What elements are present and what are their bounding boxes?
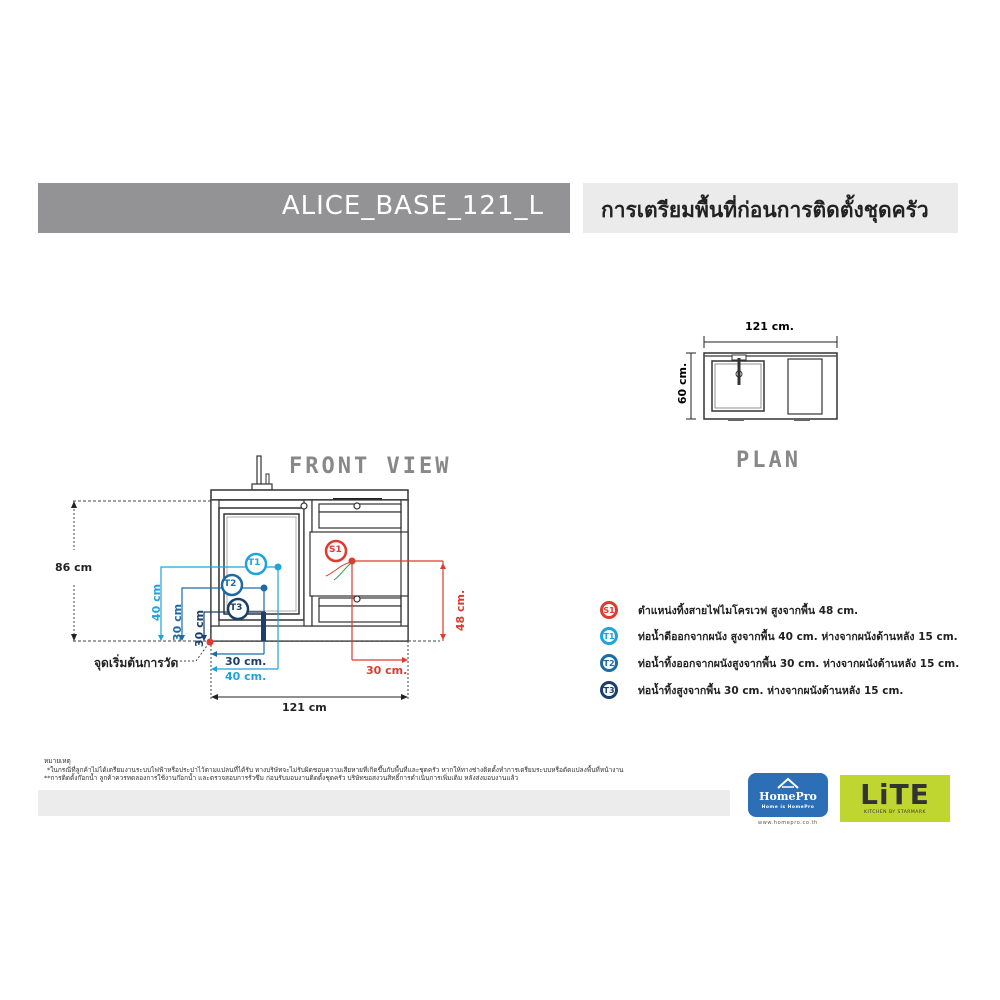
t2-badge-icon: T2 [600,654,618,672]
height-86-label: 86 cm [55,561,93,574]
t3-marker: T3 [230,603,243,613]
plan-width-label: 121 cm. [745,320,794,333]
plan-title: PLAN [736,448,801,473]
t2-offset-label: 30 cm. [225,655,267,668]
homepro-name: HomePro [759,790,817,803]
title-header-bar: การเตรียมพื้นที่ก่อนการติดตั้งชุดครัว [583,183,958,233]
note-line-1: *ในกรณีที่ลูกค้าไม่ได้เตรียมงานระบบไฟฟ้า… [47,765,624,774]
legend-text: ตำแหน่งทิ้งสายไฟไมโครเวฟ สูงจากพื้น 48 c… [638,604,859,617]
t1-offset-label: 40 cm. [225,670,267,683]
notes-bar [38,790,730,816]
s1-height-label: 48 cm. [454,589,468,632]
homepro-logo: HomePro Home is HomePro www.homepro.co.t… [748,773,828,831]
note-line-2: **การติดตั้งก๊อกน้ำ ลูกค้าควรทดลองการใช้… [44,774,519,782]
lite-name: LiTE [860,778,930,811]
lite-logo: LiTE KITCHEN BY STARMARK [840,775,950,822]
origin-point [206,638,214,646]
homepro-tagline: Home is HomePro [761,805,815,810]
legend-item-t3: T3 ท่อน้ำทิ้งสูงจากพื้น 30 cm. ห่างจากผน… [600,679,903,701]
width-121-label: 121 cm [282,701,327,714]
page-title: การเตรียมพื้นที่ก่อนการติดตั้งชุดครัว [601,198,929,222]
plan-view: 121 cm. 60 cm. PLAN [670,315,850,485]
t2-height-label: 30 cm [171,603,185,642]
t2-marker: T2 [224,579,237,589]
s1-badge-icon: S1 [600,601,618,619]
s1-offset-label: 30 cm. [366,664,408,677]
legend-text: ท่อน้ำดีออกจากผนัง สูงจากพื้น 40 cm. ห่า… [638,630,958,643]
lite-sub: KITCHEN BY STARMARK [864,810,926,815]
t3-height-label: 30 cm [193,609,207,648]
front-view-title: FRONT VIEW [289,454,452,479]
faucet-icon [251,455,273,496]
plan-drawing [686,336,838,421]
t3-badge-icon: T3 [600,681,618,699]
s1-marker: S1 [329,545,342,555]
legend-item-s1: S1 ตำแหน่งทิ้งสายไฟไมโครเวฟ สูงจากพื้น 4… [600,599,858,621]
model-header-bar: ALICE_BASE_121_L [38,183,570,233]
t1-badge-icon: T1 [600,627,618,645]
house-roof-icon [777,777,799,789]
legend-text: ท่อน้ำทิ้งออกจากผนังสูงจากพื้น 30 cm. ห่… [638,657,960,670]
legend-text: ท่อน้ำทิ้งสูงจากพื้น 30 cm. ห่างจากผนังด… [638,684,904,697]
t1-height-label: 40 cm [150,583,164,622]
homepro-url: www.homepro.co.th [758,820,818,826]
legend-item-t2: T2 ท่อน้ำทิ้งออกจากผนังสูงจากพื้น 30 cm.… [600,652,959,674]
notes-heading: หมายเหตุ [44,757,71,765]
notes-section: หมายเหตุ *ในกรณีที่ลูกค้าไม่ได้เตรียมงาน… [44,757,623,783]
legend-item-t1: T1 ท่อน้ำดีออกจากผนัง สูงจากพื้น 40 cm. … [600,625,958,647]
t1-marker: T1 [248,558,261,568]
origin-label: จุดเริ่มต้นการวัด [94,656,179,670]
model-code: ALICE_BASE_121_L [281,191,544,221]
